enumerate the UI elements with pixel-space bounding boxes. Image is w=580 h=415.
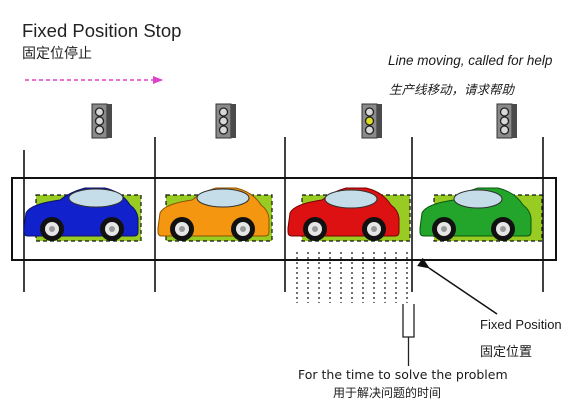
- signal-light-2: [215, 103, 236, 139]
- help-note-cn: 生产线移动，请求帮助: [389, 82, 515, 97]
- help-note: Line moving, called for help: [388, 53, 553, 68]
- fixed-position-arrow: [417, 257, 498, 315]
- fixed-position-label: Fixed Position: [480, 317, 562, 332]
- solve-time-label-cn: 用于解决问题的时间: [333, 386, 442, 400]
- signal-light-4: [496, 103, 517, 139]
- car-orange: [157, 187, 273, 242]
- diagram-title-cn: 固定位停止: [22, 46, 92, 62]
- signal-light-3-amber: [361, 103, 382, 139]
- car-red: [287, 187, 411, 242]
- signal-light-1: [91, 103, 112, 139]
- conveyor-frame: [11, 177, 557, 261]
- car-green: [419, 187, 543, 242]
- solve-time-label: For the time to solve the problem: [298, 367, 508, 382]
- station-dividers: [23, 137, 544, 292]
- time-pointer: [402, 304, 415, 338]
- diagram-title: Fixed Position Stop: [22, 20, 182, 41]
- problem-solving-time-lines: [296, 252, 408, 303]
- fixed-position-label-cn: 固定位置: [480, 345, 533, 360]
- car-blue: [23, 187, 142, 242]
